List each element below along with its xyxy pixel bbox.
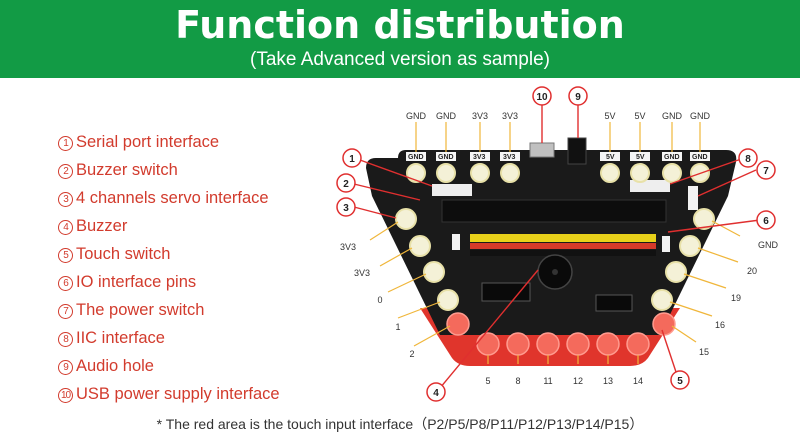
legend-number: 6 — [58, 276, 73, 291]
pin-label-top: GND — [690, 111, 711, 121]
pin-label-right: GND — [758, 240, 779, 250]
legend-label: IO interface pins — [76, 273, 197, 291]
touch-switch — [452, 234, 460, 250]
serial-connector — [432, 184, 472, 196]
io-header-red — [470, 243, 656, 249]
pin-label-left: 3V3 — [354, 268, 370, 278]
footnote: * The red area is the touch input interf… — [156, 416, 644, 432]
legend-number: 9 — [58, 360, 73, 375]
header-banner: Function distribution (Take Advanced ver… — [0, 0, 800, 78]
top-pads: GND GND 3V3 3V3 5V 5V GND GND — [406, 152, 710, 161]
legend-number: 2 — [58, 164, 73, 179]
pin-label-left: 3V3 — [340, 242, 356, 252]
svg-text:GND: GND — [438, 154, 454, 161]
legend-number: 7 — [58, 304, 73, 319]
svg-text:3V3: 3V3 — [473, 154, 486, 161]
legend-number: 3 — [58, 192, 73, 207]
board-outline — [366, 150, 737, 335]
legend-label: Audio hole — [76, 357, 154, 375]
callout-number: 5 — [677, 376, 683, 387]
legend-label: The power switch — [76, 301, 205, 319]
pin-label-bottom: 8 — [515, 376, 520, 386]
callout-lines — [353, 104, 761, 389]
buzzer-switch — [662, 236, 670, 252]
usb-port — [529, 142, 555, 158]
pin-leader-lines — [369, 122, 741, 364]
callout-number: 9 — [575, 92, 581, 103]
pin-label-bottom: 5 — [485, 376, 490, 386]
pin-label-top: 5V — [634, 111, 645, 121]
io-header-black — [470, 250, 656, 256]
audio-jack — [567, 137, 587, 165]
pin-label-top: 3V3 — [472, 111, 488, 121]
pin-label-bottom: 11 — [543, 376, 552, 386]
buzzer-hole — [552, 269, 558, 275]
svg-text:GND: GND — [408, 154, 424, 161]
page-subtitle: (Take Advanced version as sample) — [250, 49, 550, 70]
pin-label-top: 3V3 — [502, 111, 518, 121]
pin-label-right: 19 — [731, 293, 741, 303]
legend-number: 8 — [58, 332, 73, 347]
svg-text:3V3: 3V3 — [503, 154, 516, 161]
chip-right — [595, 294, 633, 312]
callout-number: 7 — [763, 166, 769, 177]
pin-label-left: 1 — [395, 322, 400, 332]
svg-text:GND: GND — [692, 154, 708, 161]
top-pad-circles — [406, 163, 710, 183]
legend-number: 5 — [58, 248, 73, 263]
callout-number: 10 — [536, 92, 548, 103]
legend-label: Buzzer switch — [76, 161, 178, 179]
callout-circles: 1 2 3 4 5 6 7 8 9 10 — [336, 86, 776, 402]
pin-label-top: GND — [406, 111, 427, 121]
svg-text:5V: 5V — [606, 154, 615, 161]
callout-number: 2 — [343, 179, 349, 190]
legend-label: 4 channels servo interface — [76, 189, 269, 207]
legend-label: Buzzer — [76, 217, 128, 235]
pin-label-top: GND — [662, 111, 683, 121]
page-title: Function distribution — [175, 3, 625, 47]
pin-label-right: 20 — [747, 266, 757, 276]
chip-left — [481, 282, 531, 302]
io-header-yellow — [470, 234, 656, 242]
callout-number: 3 — [343, 203, 349, 214]
legend-number: 1 — [58, 136, 73, 151]
pin-label-bottom: 12 — [573, 376, 583, 386]
microbit-slot — [441, 199, 667, 223]
pin-label-top: 5V — [604, 111, 615, 121]
pin-label-bottom: 13 — [603, 376, 613, 386]
callout-number: 6 — [763, 216, 769, 227]
pin-label-bottom: 14 — [633, 376, 643, 386]
callout-number: 8 — [745, 154, 751, 165]
pin-label-top: GND — [436, 111, 457, 121]
legend-number: 4 — [58, 220, 73, 235]
callout-number: 1 — [349, 154, 355, 165]
legend-number: 10 — [58, 388, 73, 403]
power-switch — [688, 186, 698, 210]
side-pad-circles — [395, 208, 715, 311]
svg-text:GND: GND — [664, 154, 680, 161]
pin-label-left: 2 — [409, 349, 414, 359]
svg-text:5V: 5V — [636, 154, 645, 161]
legend-label: USB power supply interface — [76, 385, 280, 403]
pin-label-left: 0 — [377, 295, 382, 305]
pin-label-right: 15 — [699, 347, 709, 357]
pin-label-right: 16 — [715, 320, 725, 330]
legend-label: IIC interface — [76, 329, 165, 347]
legend-label: Serial port interface — [76, 133, 220, 151]
legend-label: Touch switch — [76, 245, 171, 263]
callout-number: 4 — [433, 388, 439, 399]
